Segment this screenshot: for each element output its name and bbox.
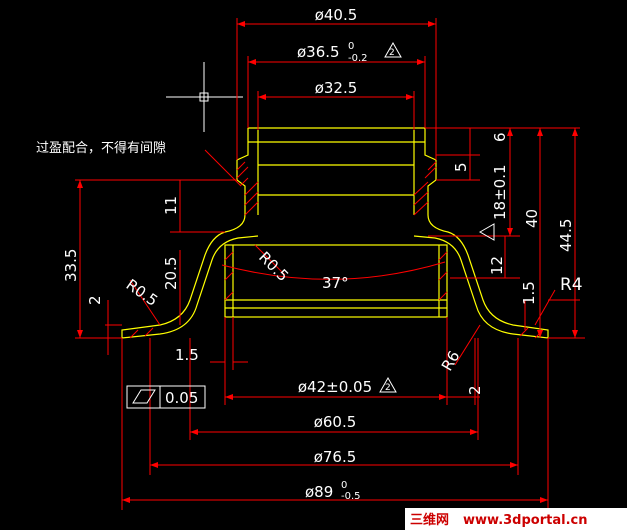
datum-triangles xyxy=(379,41,495,393)
dim-d42: ø42±0.05 xyxy=(298,378,372,396)
flatness-value: 0.05 xyxy=(165,389,198,407)
dim-h33-5: 33.5 xyxy=(62,249,80,282)
dim-w1-5: 1.5 xyxy=(175,346,199,364)
dim-h2l: 2 xyxy=(86,295,104,305)
flatness-frame xyxy=(126,385,206,409)
watermark-cn: 三维网 xyxy=(410,512,449,528)
dim-d40-5: ø40.5 xyxy=(315,6,358,24)
dimension-lines xyxy=(75,18,585,510)
dim-d36-5: ø36.5 xyxy=(297,43,340,61)
dim-d36-5-tol2: -0.2 xyxy=(348,53,368,64)
dim-r6: R6 xyxy=(438,348,464,374)
watermark: 三维网 www.3dportal.cn xyxy=(405,508,627,530)
dim-r05l: R0.5 xyxy=(123,276,161,310)
dim-h40: 40 xyxy=(523,209,541,228)
arrowheads xyxy=(77,21,578,503)
flatness-icon xyxy=(132,389,156,404)
watermark-url: www.3dportal.cn xyxy=(463,513,587,528)
dim-ang37: 37° xyxy=(322,274,349,292)
dim-w2: 2 xyxy=(466,385,484,395)
dim-h6: 6 xyxy=(491,132,509,142)
dim-d36-5-tol: 0 xyxy=(348,41,354,52)
dim-h12: 12 xyxy=(488,256,506,275)
fit-note: 过盈配合，不得有间隙 xyxy=(36,140,166,156)
dimension-labels: ø40.5 ø36.5 0 -0.2 2 ø32.5 ø42±0.05 2 ø6… xyxy=(36,6,583,502)
dim-d32-5: ø32.5 xyxy=(315,79,358,97)
dim-h1-5r: 1.5 xyxy=(520,281,538,305)
triangle-2-icon xyxy=(478,223,495,241)
dim-d89-tol: 0 xyxy=(341,480,347,491)
dim-d76-5: ø76.5 xyxy=(314,448,357,466)
triangle-2-icon xyxy=(384,41,402,58)
dim-h5: 5 xyxy=(452,162,470,172)
dim-r4: R4 xyxy=(560,275,583,295)
crosshair-cursor xyxy=(166,62,243,132)
dim-h18: 18±0.1 xyxy=(491,164,509,220)
tri-num-b: 2 xyxy=(385,383,391,393)
tri-num: 2 xyxy=(389,48,395,58)
dim-d89: ø89 xyxy=(305,483,333,501)
dim-h44-5: 44.5 xyxy=(557,219,575,252)
dim-h20-5: 20.5 xyxy=(162,257,180,290)
triangle-2-icon xyxy=(379,376,397,393)
dim-d60-5: ø60.5 xyxy=(314,413,357,431)
dim-r05c: R0.5 xyxy=(255,248,292,285)
part-outline xyxy=(121,127,549,339)
dim-d89-tol2: -0.5 xyxy=(341,491,361,502)
section-hatching xyxy=(129,161,544,339)
dim-h11: 11 xyxy=(162,196,180,215)
